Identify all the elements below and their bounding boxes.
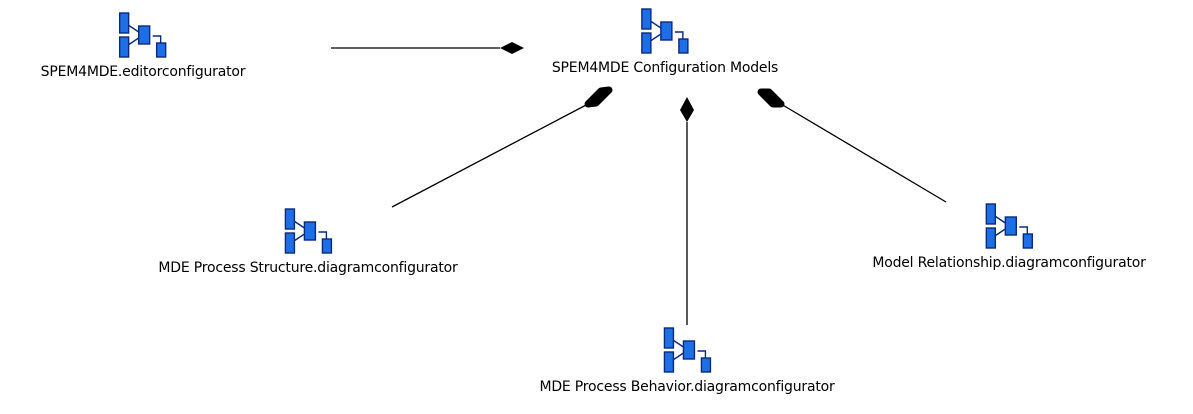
composition-edge-process-structure[interactable] xyxy=(391,86,613,208)
composition-edge-process-behavior[interactable] xyxy=(680,97,694,325)
node-label: Model Relationship.diagramconfigurator xyxy=(872,255,1146,271)
node-process-behavior[interactable]: MDE Process Behavior.diagramconfigurator xyxy=(539,325,835,395)
composition-edge-editorconfigurator[interactable] xyxy=(331,42,524,54)
node-label: MDE Process Behavior.diagramconfigurator xyxy=(539,379,835,395)
node-model-relationship[interactable]: Model Relationship.diagramconfigurator xyxy=(872,201,1146,271)
model-component-icon xyxy=(113,10,173,60)
node-editorconfigurator[interactable]: SPEM4MDE.editorconfigurator xyxy=(41,10,246,80)
node-label: SPEM4MDE Configuration Models xyxy=(551,60,779,76)
model-component-icon xyxy=(635,6,695,56)
node-configuration-models[interactable]: SPEM4MDE Configuration Models xyxy=(552,6,778,76)
node-process-structure[interactable]: MDE Process Structure.diagramconfigurato… xyxy=(158,206,458,276)
model-component-icon xyxy=(979,201,1039,251)
node-label: SPEM4MDE.editorconfigurator xyxy=(40,64,246,80)
model-component-icon xyxy=(278,206,338,256)
composition-edge-model-relationship[interactable] xyxy=(757,88,947,203)
model-component-icon xyxy=(657,325,717,375)
node-label: MDE Process Structure.diagramconfigurato… xyxy=(158,260,458,276)
